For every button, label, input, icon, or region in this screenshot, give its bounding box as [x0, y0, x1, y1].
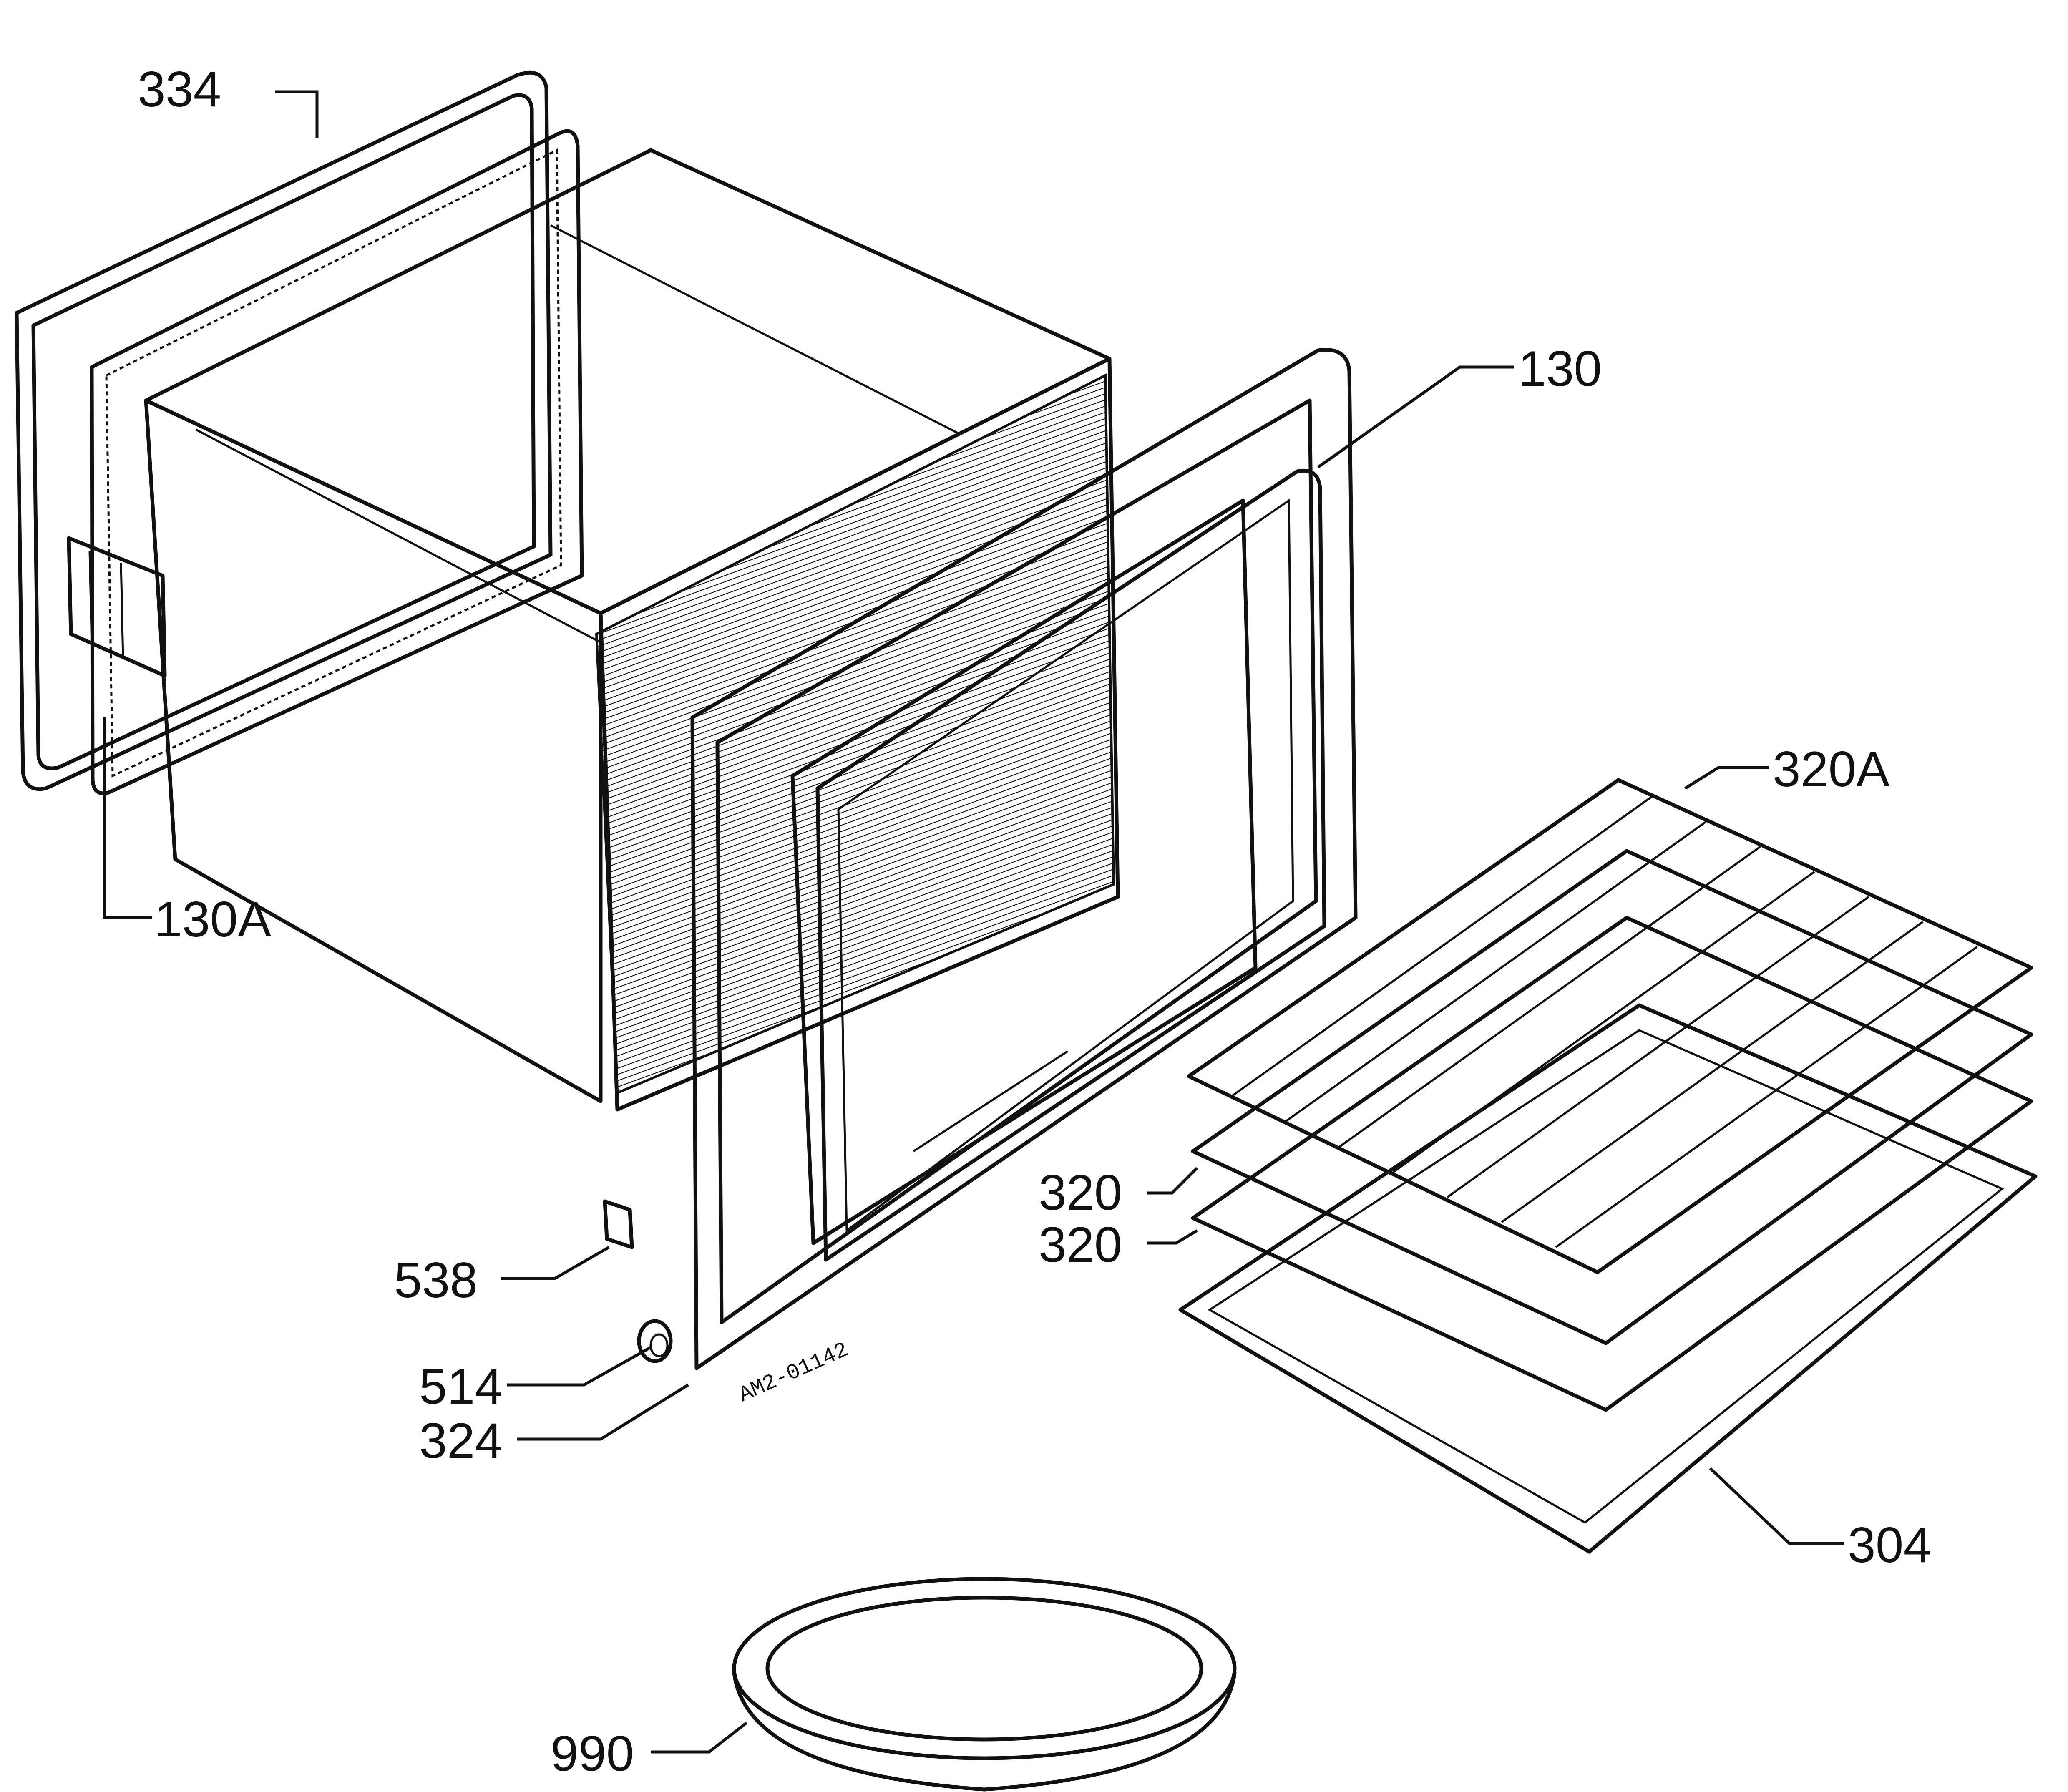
- label-130a: 130A: [154, 891, 271, 947]
- wire-shelf-320-upper: [1191, 849, 2033, 1345]
- leader-lines: [103, 90, 1844, 1754]
- label-320a: 320A: [1773, 741, 1889, 797]
- drawing-code: AM2-01142: [735, 1337, 853, 1407]
- label-324: 324: [419, 1413, 503, 1469]
- clip-538: [603, 1199, 634, 1249]
- oven-cavity: [144, 148, 1120, 1112]
- bracket-130a: [67, 536, 167, 678]
- baking-tray-304: [1178, 1003, 2038, 1554]
- label-334: 334: [138, 61, 221, 117]
- wire-shelf-320-lower: [1191, 916, 2033, 1412]
- label-320-upper: 320: [1039, 1165, 1122, 1221]
- round-dish-990: [732, 1577, 1237, 1792]
- label-538: 538: [394, 1252, 478, 1308]
- front-frame-130: [690, 348, 1358, 1370]
- label-130: 130: [1518, 341, 1602, 397]
- label-304: 304: [1848, 1517, 1931, 1573]
- label-514: 514: [419, 1359, 503, 1414]
- plug-514: [637, 1319, 673, 1363]
- label-990: 990: [551, 1726, 634, 1782]
- rear-panel-334: [15, 70, 584, 795]
- label-320-lower: 320: [1039, 1217, 1122, 1273]
